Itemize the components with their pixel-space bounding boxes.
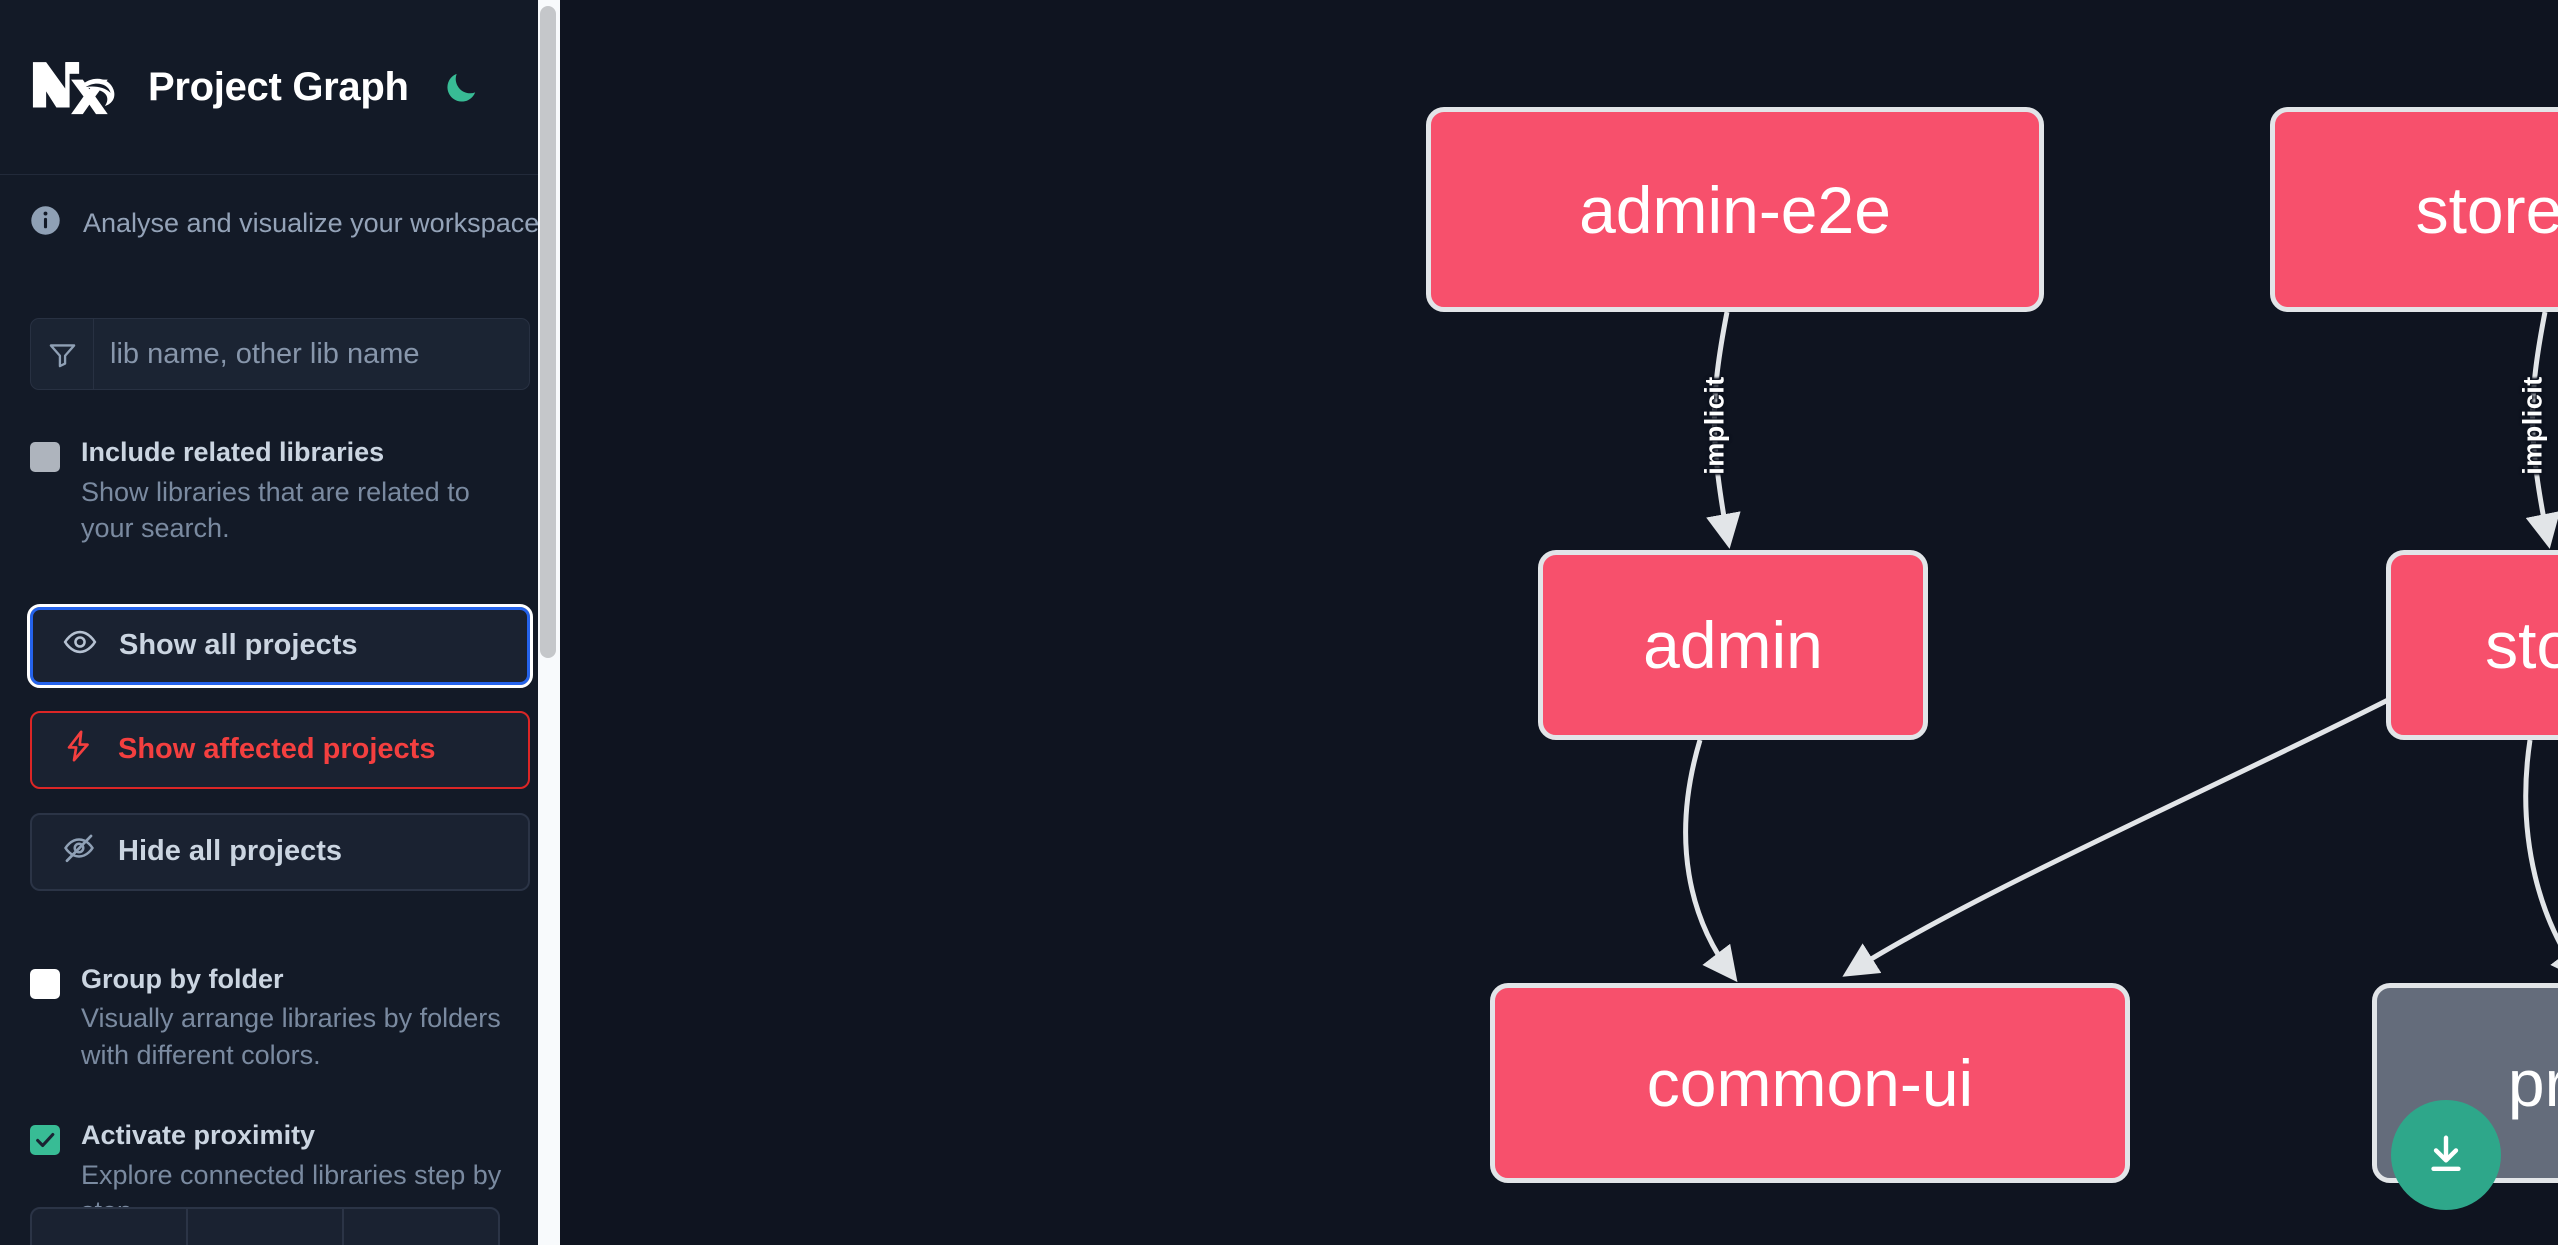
edge-store-products — [2523, 739, 2558, 983]
graph-node-label: products — [2507, 1046, 2558, 1120]
proximity-step-decrease[interactable] — [32, 1209, 188, 1245]
include-related-libraries-description: Show libraries that are related to your … — [81, 476, 470, 544]
download-button[interactable] — [2391, 1100, 2501, 1210]
graph-edges — [1683, 311, 2558, 983]
hide-all-projects-button[interactable]: Hide all projects — [30, 812, 530, 891]
show-all-projects-button[interactable]: Show all projects — [27, 603, 533, 688]
activate-proximity-checkbox[interactable] — [30, 1125, 60, 1156]
include-related-libraries-checkbox[interactable] — [30, 442, 60, 472]
proximity-step-control[interactable] — [30, 1207, 500, 1245]
group-by-folder-label: Group by folder — [81, 963, 284, 994]
sidebar: Project Graph Analyse and visualize your… — [0, 0, 560, 1245]
workspace-info: Analyse and visualize your workspace. — [0, 175, 560, 241]
funnel-filter-icon — [31, 319, 94, 389]
page-title: Project Graph — [148, 64, 409, 109]
nx-logo-icon — [30, 56, 118, 118]
option-group-by-folder[interactable]: Group by folder Visually arrange librari… — [0, 963, 560, 1074]
graph-node-label: admin-e2e — [1579, 172, 1891, 247]
activate-proximity-description: Explore connected libraries step by step… — [81, 1160, 502, 1226]
edge-admin-common-ui — [1683, 739, 1738, 983]
show-affected-projects-button[interactable]: Show affected projects — [30, 710, 530, 789]
edge-store-e2e-store — [2525, 311, 2558, 549]
filter-input-wrapper — [30, 318, 530, 390]
edge-admin-e2e-admin — [1706, 311, 1741, 549]
moon-icon[interactable] — [437, 63, 485, 111]
hide-all-projects-label: Hide all projects — [118, 835, 343, 868]
edge-store-common-ui — [1842, 697, 2390, 977]
option-include-related-libraries[interactable]: Include related libraries Show libraries… — [0, 436, 560, 547]
show-all-projects-label: Show all projects — [119, 629, 358, 662]
sidebar-scrollbar-thumb[interactable] — [540, 6, 556, 658]
show-affected-projects-label: Show affected projects — [118, 733, 436, 766]
proximity-step-increase[interactable] — [344, 1209, 498, 1245]
graph-node-label: admin — [1643, 608, 1823, 682]
group-by-folder-checkbox[interactable] — [30, 968, 60, 999]
include-related-libraries-label: Include related libraries — [81, 437, 385, 467]
graph-node-common-ui[interactable]: common-ui — [1490, 983, 2130, 1183]
activate-proximity-label: Activate proximity — [81, 1120, 316, 1151]
info-circle-icon — [30, 205, 61, 241]
sidebar-header: Project Graph — [0, 0, 560, 175]
graph-node-store[interactable]: store — [2386, 550, 2558, 740]
workspace-info-text: Analyse and visualize your workspace. — [83, 207, 547, 238]
eye-icon — [63, 625, 97, 667]
graph-node-admin[interactable]: admin — [1538, 550, 1928, 740]
option-activate-proximity[interactable]: Activate proximity Explore connected lib… — [0, 1119, 560, 1230]
graph-node-admin-e2e[interactable]: admin-e2e — [1426, 107, 2044, 312]
search-input[interactable] — [94, 319, 529, 389]
graph-node-label: store-e2e — [2415, 172, 2558, 247]
sidebar-scrollbar-track[interactable] — [538, 0, 560, 1245]
graph-node-label: store — [2485, 608, 2558, 682]
eye-off-icon — [62, 831, 96, 873]
lightning-bolt-icon — [62, 729, 96, 771]
group-by-folder-description: Visually arrange libraries by folders wi… — [81, 1003, 501, 1070]
graph-canvas[interactable]: admin-e2e store-e2e admin store common-u… — [560, 0, 2558, 1245]
graph-node-store-e2e[interactable]: store-e2e — [2270, 107, 2558, 312]
proximity-step-value[interactable] — [188, 1209, 344, 1245]
download-icon — [2431, 1135, 2461, 1172]
graph-node-label: common-ui — [1646, 1046, 1974, 1120]
